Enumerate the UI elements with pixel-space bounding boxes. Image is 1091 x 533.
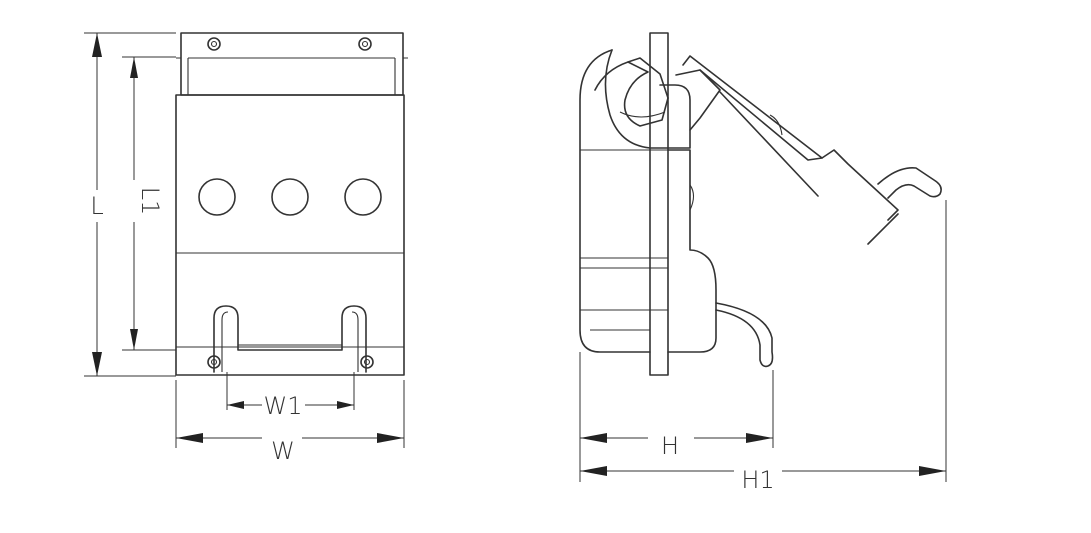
front-top-cap	[180, 32, 404, 96]
label-W1: W1	[264, 392, 303, 420]
terminal-hole-3	[344, 178, 382, 216]
front-main-body	[175, 94, 405, 376]
side-top-lead	[877, 167, 942, 199]
side-view	[579, 32, 942, 376]
label-W: W	[271, 437, 295, 465]
label-H: H	[661, 432, 679, 460]
arrow-L1-top	[130, 57, 138, 78]
terminal-hole-2	[271, 178, 309, 216]
arrow-W1-left	[227, 401, 244, 409]
side-bottom-lead	[715, 302, 774, 368]
arrow-H1-right	[919, 466, 946, 476]
label-H1: H1	[741, 466, 774, 494]
screw-bottom-left	[207, 355, 221, 369]
side-top-clamp	[604, 49, 691, 149]
mounting-clip	[213, 305, 367, 373]
arrow-L-bottom	[92, 352, 102, 376]
arrow-H-right	[746, 433, 773, 443]
screw-bottom-right	[360, 355, 374, 369]
terminal-hole-1	[198, 178, 236, 216]
screw-top-left	[207, 37, 221, 51]
side-front-plate	[667, 149, 717, 353]
label-L: L	[90, 192, 103, 220]
side-main-body	[579, 49, 651, 353]
arrow-W-right	[377, 433, 404, 443]
arrow-H-left	[580, 433, 607, 443]
front-dimensions: L L1 W1 W	[84, 32, 405, 465]
side-dimensions: H H1	[579, 200, 947, 494]
arrow-H1-left	[580, 466, 607, 476]
arrow-W1-right	[337, 401, 354, 409]
arrow-W-left	[176, 433, 203, 443]
side-lever	[682, 55, 899, 221]
label-L1: L1	[136, 187, 164, 216]
front-view	[175, 32, 408, 376]
arrow-L1-bottom	[130, 329, 138, 350]
screw-top-right	[358, 37, 372, 51]
arrow-L-top	[92, 33, 102, 57]
